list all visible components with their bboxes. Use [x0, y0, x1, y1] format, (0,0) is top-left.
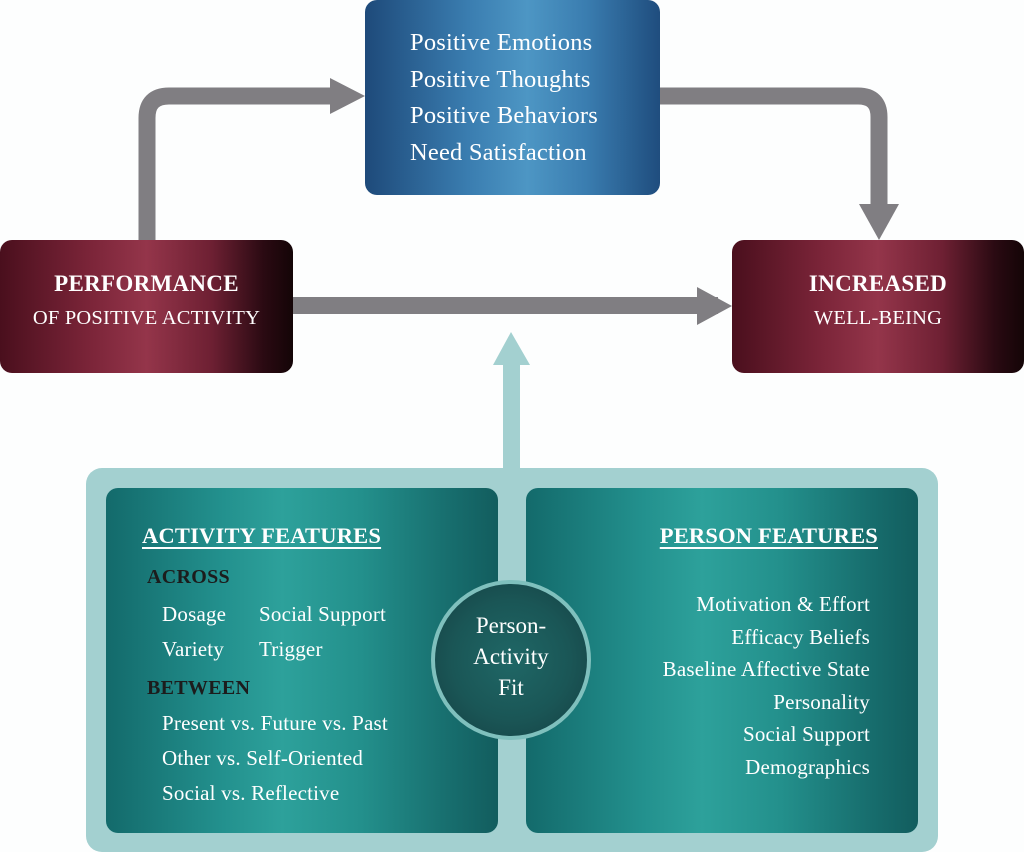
mediator-line: Positive Behaviors [410, 102, 599, 129]
between-item: Other vs. Self-Oriented [162, 746, 364, 770]
across-label: ACROSS [147, 566, 230, 588]
across-item: Social Support [259, 602, 387, 626]
person-feature-item: Personality [773, 689, 870, 714]
person-feature-item: Efficacy Beliefs [731, 624, 870, 649]
well-being-subtitle: WELL-BEING [813, 307, 943, 329]
person-feature-item: Demographics [745, 754, 870, 779]
mediator-box: Positive Emotions Positive Thoughts Posi… [365, 0, 660, 195]
performance-title: PERFORMANCE [54, 271, 239, 296]
mediator-line: Need Satisfaction [410, 138, 587, 166]
fit-line: Fit [498, 675, 524, 700]
arrow-start-to-end [293, 297, 718, 314]
activity-features-heading: ACTIVITY FEATURES [142, 523, 382, 548]
person-feature-item: Social Support [742, 722, 870, 747]
between-label: BETWEEN [147, 677, 251, 699]
fit-line: Person- [475, 613, 547, 638]
person-feature-item: Motivation & Effort [696, 592, 870, 616]
across-item: Trigger [259, 637, 323, 661]
between-item: Present vs. Future vs. Past [162, 711, 388, 735]
person-activity-fit-circle: Person- Activity Fit [431, 580, 591, 740]
arrowhead-moderator [493, 332, 530, 365]
person-features-list: Motivation & Effort Efficacy Beliefs Bas… [663, 588, 870, 784]
well-being-box: INCREASED WELL-BEING [732, 240, 1024, 373]
arrow-moderator-shaft [503, 363, 520, 473]
well-being-title: INCREASED [808, 271, 948, 296]
person-features-heading: PERSON FEATURES [659, 523, 878, 548]
arrow-start-to-mediator [138, 87, 335, 240]
performance-box: PERFORMANCE OF POSITIVE ACTIVITY [0, 240, 293, 373]
fit-line: Activity [473, 644, 549, 669]
arrowhead-start-to-mediator [330, 78, 365, 114]
arrow-mediator-to-end [660, 87, 888, 206]
person-feature-item: Baseline Affective State [662, 657, 870, 682]
between-item: Social vs. Reflective [162, 781, 340, 805]
mediator-line: Positive Emotions [410, 29, 593, 56]
across-item: Variety [162, 637, 225, 661]
arrowhead-start-to-end [697, 287, 732, 325]
mediator-line: Positive Thoughts [410, 65, 591, 93]
performance-subtitle: OF POSITIVE ACTIVITY [32, 307, 261, 329]
across-item: Dosage [162, 602, 227, 626]
arrowhead-mediator-to-end [859, 204, 899, 240]
person-features-panel: PERSON FEATURES Motivation & Effort Effi… [526, 488, 918, 833]
